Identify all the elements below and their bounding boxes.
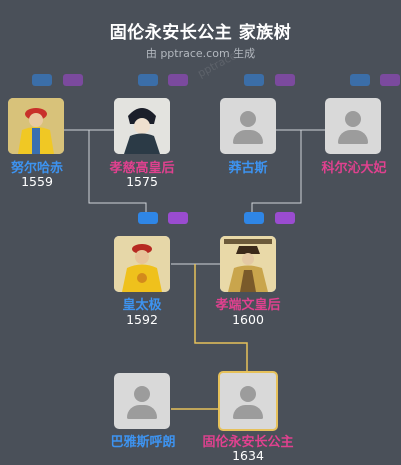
descendant-line [194, 264, 248, 373]
photo-placeholder-manggusi[interactable] [220, 98, 276, 154]
toggle-purple[interactable] [168, 212, 188, 224]
toggle-blue[interactable] [32, 74, 52, 86]
person-birth-year: 1559 [21, 174, 53, 189]
photo-placeholder-yongan[interactable] [218, 371, 278, 431]
person-silhouette-icon [345, 111, 361, 127]
person-silhouette-body [233, 405, 263, 419]
person-name[interactable]: 巴雅斯呼朗 [110, 435, 176, 450]
portrait-image [114, 236, 170, 292]
portrait-nurhaci[interactable] [8, 98, 64, 154]
photo-placeholder-korqin[interactable] [325, 98, 381, 154]
person-silhouette-icon [134, 386, 150, 402]
person-name[interactable]: 孝慈高皇后 [109, 161, 175, 176]
portrait-image [8, 98, 64, 154]
toggle-purple[interactable] [275, 74, 295, 86]
person-silhouette-body [233, 130, 263, 144]
person-name[interactable]: 皇太极 [122, 298, 162, 313]
portrait-xiaocigao[interactable] [114, 98, 170, 154]
toggle-purple[interactable] [380, 74, 400, 86]
person-silhouette-body [127, 405, 157, 419]
person-silhouette-icon [240, 386, 256, 402]
toggle-blue[interactable] [244, 212, 264, 224]
person-birth-year: 1575 [126, 174, 158, 189]
person-birth-year: 1592 [126, 312, 158, 327]
portrait-image [220, 236, 276, 292]
person-name[interactable]: 努尔哈赤 [10, 161, 63, 176]
person-birth-year: 1600 [232, 312, 264, 327]
toggle-blue[interactable] [244, 74, 264, 86]
person-silhouette-icon [240, 111, 256, 127]
toggle-purple[interactable] [168, 74, 188, 86]
photo-placeholder-bayasihulang[interactable] [114, 373, 170, 429]
toggle-blue[interactable] [138, 74, 158, 86]
person-name[interactable]: 固伦永安长公主 [202, 435, 294, 450]
person-birth-year: 1634 [232, 448, 264, 463]
parent-line [251, 130, 302, 212]
toggle-blue[interactable] [350, 74, 370, 86]
person-name[interactable]: 科尔沁大妃 [321, 161, 387, 176]
parent-line [88, 130, 147, 212]
portrait-xiaoduanwen[interactable] [220, 236, 276, 292]
person-silhouette-body [338, 130, 368, 144]
page-title: 固伦永安长公主 家族树 [109, 23, 292, 43]
person-name[interactable]: 莽古斯 [228, 161, 268, 176]
portrait-image [114, 98, 170, 154]
person-name[interactable]: 孝端文皇后 [215, 298, 281, 313]
page-subtitle: 由 pptrace.com 生成 [145, 47, 256, 60]
toggle-purple[interactable] [275, 212, 295, 224]
portrait-hongtaiji[interactable] [114, 236, 170, 292]
toggle-blue[interactable] [138, 212, 158, 224]
toggle-purple[interactable] [63, 74, 83, 86]
